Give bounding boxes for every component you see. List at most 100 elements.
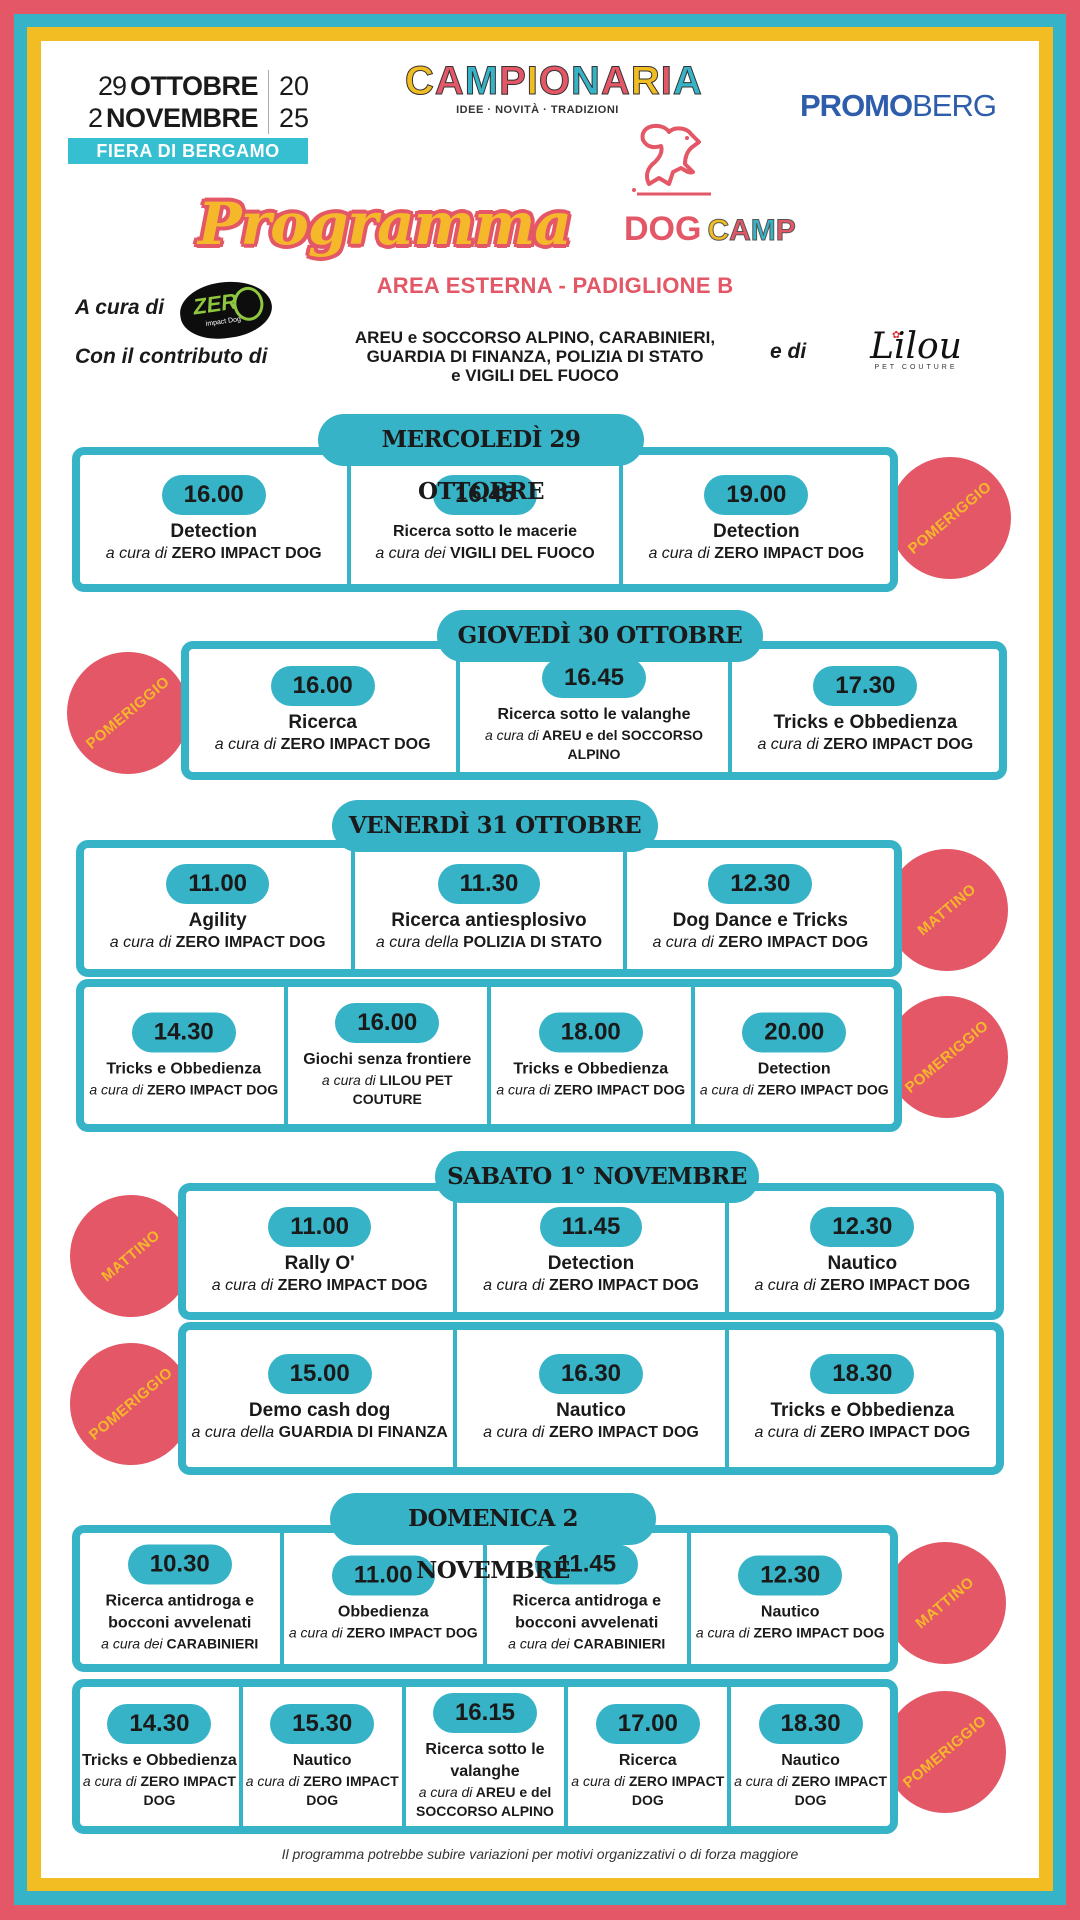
contributors-list: AREU e SOCCORSO ALPINO, CARABINIERI, GUA… (340, 328, 730, 385)
event-time: 12.30 (738, 1555, 843, 1595)
organizer-name: ZERO IMPACT DOG (303, 1772, 399, 1808)
promoberg-bold: PROMO (800, 88, 913, 123)
year-bottom: 25 (279, 103, 310, 133)
event-organizer: a cura di ZERO IMPACT DOG (733, 1772, 888, 1810)
campionaria-wordmark: CAMPIONARIA (405, 59, 703, 103)
event-organizer: a cura di ZERO IMPACT DOG (245, 1772, 400, 1810)
event-time: 19.00 (704, 474, 809, 515)
event-title: Rally O' (284, 1252, 355, 1274)
organizer-prefix: a cura dei (375, 544, 446, 562)
lilou-sub: PET COUTURE (874, 364, 958, 371)
event-organizer: a cura di ZERO IMPACT DOG (731, 1422, 994, 1444)
organizer-prefix: a cura della (191, 1423, 275, 1441)
event-title: Detection (547, 1252, 635, 1274)
event-organizer: a cura di ZERO IMPACT DOG (459, 1275, 722, 1297)
event-title: Giochi senza frontiere (303, 1050, 472, 1068)
contributors-line: e VIGILI DEL FUOCO (451, 366, 619, 385)
campionaria-letter: A (672, 59, 703, 103)
campionaria-letter: I (526, 59, 539, 103)
programma-title: Programma (198, 190, 572, 258)
event-title: Detection (713, 520, 800, 542)
event-time: 11.00 (268, 1206, 372, 1247)
period-badge: MATTINO (886, 849, 1008, 971)
organizer-name: ZERO IMPACT DOG (146, 1081, 279, 1097)
period-badge: POMERIGGIO (886, 996, 1008, 1118)
event-organizer: a cura di ZERO IMPACT DOG (629, 932, 892, 954)
organizer-name: ZERO IMPACT DOG (280, 735, 431, 753)
date-end-day: 2 (87, 102, 103, 133)
event-title: Ricerca antidroga e bocconi avvelenati (512, 1592, 662, 1631)
organizer-name: CARABINIERI (573, 1635, 666, 1651)
organizer-prefix: a cura di (648, 544, 710, 562)
campionaria-logo: CAMPIONARIA IDEE · NOVITÀ · TRADIZIONI (405, 59, 703, 117)
organizer-prefix: a cura di (211, 1276, 274, 1294)
event-organizer: a cura di ZERO IMPACT DOG (191, 734, 454, 756)
organizer-name: POLIZIA DI STATO (463, 933, 603, 951)
event-time: 12.30 (810, 1206, 915, 1247)
event-organizer: a cura dei VIGILI DEL FUOCO (353, 543, 616, 565)
date-end: 2 NOVEMBRE (68, 102, 259, 134)
organizer-name: VIGILI DEL FUOCO (450, 544, 595, 562)
organizer-prefix: a cura di (483, 1423, 545, 1441)
organizer-prefix: a cura di (418, 1783, 473, 1800)
period-badge: MATTINO (70, 1195, 192, 1317)
zero-logo-text: ZER (191, 288, 239, 320)
organizer-name: ZERO IMPACT DOG (548, 1276, 699, 1294)
event-title: Tricks e Obbedienza (513, 1060, 669, 1077)
organizer-prefix: a cura di (496, 1081, 551, 1097)
organizer-name: ZERO IMPACT DOG (175, 933, 326, 951)
event-time: 10.30 (127, 1544, 232, 1584)
period-badge-label: POMERIGGIO (904, 478, 996, 558)
e-di-label: e di (770, 340, 807, 363)
period-badge-label: POMERIGGIO (901, 1017, 993, 1097)
event-organizer: a cura dei CARABINIERI (489, 1634, 685, 1653)
campionaria-letter: M (464, 59, 500, 103)
event-organizer: a cura di ZERO IMPACT DOG (734, 734, 997, 756)
day-header: DOMENICA 2 NOVEMBRE (330, 1493, 656, 1584)
event-year: 20 25 (268, 70, 310, 134)
organizer-name: ZERO IMPACT DOG (548, 1423, 699, 1441)
event-time: 16.00 (270, 665, 375, 706)
organizer-prefix: a cura di (483, 1276, 545, 1294)
period-badge-label: POMERIGGIO (85, 1364, 177, 1444)
event-time: 15.00 (267, 1353, 372, 1394)
organizer-name: ZERO IMPACT DOG (753, 1624, 885, 1640)
event-title: Ricerca (288, 711, 357, 733)
organizer-name: ZERO IMPACT DOG (718, 933, 869, 951)
event-organizer: a cura di LILOU PET COUTURE (290, 1071, 486, 1109)
event-title: Nautico (292, 1751, 352, 1769)
year-top: 20 (279, 71, 310, 101)
organizer-prefix: a cura dei (508, 1635, 570, 1651)
event-time: 11.30 (437, 863, 541, 904)
event-time: 16.45 (541, 657, 647, 698)
camp-letter: P (775, 214, 796, 248)
event-title: Nautico (556, 1399, 626, 1421)
event-time: 11.00 (166, 863, 270, 904)
organizer-name: GUARDIA DI FINANZA (278, 1423, 448, 1441)
event-time: 18.30 (758, 1703, 863, 1744)
organizer-prefix: a cura di (571, 1772, 625, 1789)
